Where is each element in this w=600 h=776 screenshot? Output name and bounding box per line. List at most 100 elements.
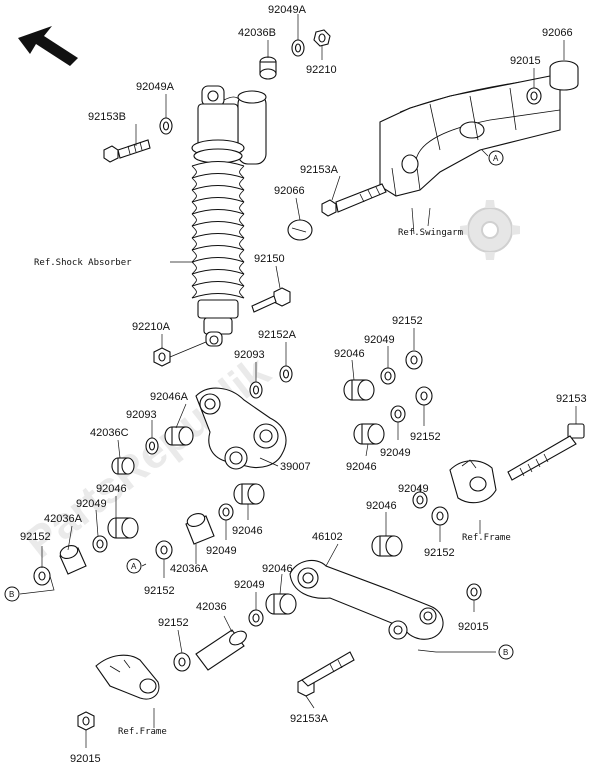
- label-92046A: 92046A: [150, 391, 189, 403]
- seal-92015-bottom: [77, 711, 95, 731]
- marker-b-left: B: [4, 586, 20, 602]
- label-92153A-bottom: 92153A: [290, 713, 329, 725]
- label-92049A-top: 92049A: [268, 4, 307, 16]
- spacer-42036B: [259, 56, 277, 80]
- label-92049-c: 92049: [76, 498, 107, 510]
- bolt-92153B: [103, 139, 151, 163]
- rocker-arm-39007: [195, 387, 287, 470]
- washer-92152-left: [33, 566, 51, 586]
- seal-92152A: [279, 365, 293, 383]
- seal-92049-c: [218, 503, 234, 521]
- bushing-92046-d: [107, 517, 139, 539]
- cap-92066-top: [549, 60, 579, 91]
- label-92049-b: 92049: [380, 447, 411, 459]
- label-42036A-mid: 42036A: [170, 563, 209, 575]
- washer-92152-b: [415, 386, 433, 406]
- seal-92015-right: [466, 583, 482, 601]
- spacer-42036: [195, 629, 247, 671]
- seal-92049-a: [380, 367, 396, 385]
- swingarm-reference: [379, 73, 561, 197]
- gear-logo-icon: [460, 200, 520, 260]
- frame-right-reference: [449, 459, 497, 504]
- shock-absorber: [191, 85, 267, 347]
- label-92046-e: 92046: [366, 500, 397, 512]
- label-92049-f: 92049: [234, 579, 265, 591]
- label-92152-b: 92152: [410, 431, 441, 443]
- label-46102: 46102: [312, 531, 343, 543]
- front-direction-arrow-icon: [18, 26, 78, 66]
- bushing-92046A: [164, 426, 194, 446]
- label-92153: 92153: [556, 393, 587, 405]
- seal-92015-top: [526, 87, 542, 105]
- seal-92049A-top: [291, 39, 305, 57]
- svg-text:B: B: [9, 590, 14, 599]
- seal-92049-d: [92, 535, 108, 553]
- label-42036: 42036: [196, 601, 227, 613]
- label-92046-d: 92046: [232, 525, 263, 537]
- marker-a-swingarm: A: [488, 150, 504, 166]
- seal-92093-a: [249, 381, 263, 399]
- bushing-92046-b: [353, 423, 385, 445]
- label-92153A-mid: 92153A: [300, 164, 339, 176]
- spacer-42036A-left: [59, 545, 87, 575]
- label-92210A: 92210A: [132, 321, 171, 333]
- bushing-92046-c: [233, 483, 265, 505]
- nut-92210A: [153, 347, 171, 367]
- leader-lines: [19, 14, 577, 748]
- label-92049-e: 92049: [398, 483, 429, 495]
- spacer-42036C: [111, 457, 135, 475]
- label-92066-top: 92066: [542, 27, 573, 39]
- label-92049-d: 92049: [206, 545, 237, 557]
- bolt-92153: [507, 423, 585, 481]
- washer-92152-n: [173, 652, 191, 672]
- bushing-92046-a: [343, 379, 375, 401]
- label-39007: 39007: [280, 461, 311, 473]
- ref-frame-right: Ref.Frame: [462, 533, 511, 543]
- label-92152-c: 92152: [424, 547, 455, 559]
- washer-92152-a: [405, 350, 423, 370]
- svg-text:A: A: [131, 562, 137, 571]
- seal-92049-f: [248, 609, 264, 627]
- washer-92152-c: [431, 506, 449, 526]
- label-92046-f: 92046: [262, 563, 293, 575]
- label-92049A-left: 92049A: [136, 81, 175, 93]
- svg-text:B: B: [503, 648, 508, 657]
- label-92093-b: 92093: [126, 409, 157, 421]
- washer-92152-mid: [155, 540, 173, 560]
- label-92046-c: 92046: [96, 483, 127, 495]
- label-42036C: 42036C: [90, 427, 129, 439]
- marker-b-right: B: [498, 644, 514, 660]
- seal-92049-e: [412, 491, 428, 509]
- label-92150: 92150: [254, 253, 285, 265]
- label-92015-top: 92015: [510, 55, 541, 67]
- label-92152-left: 92152: [20, 531, 51, 543]
- svg-text:A: A: [493, 154, 499, 163]
- nut-92210: [313, 29, 331, 47]
- ref-swingarm: Ref.Swingarm: [398, 228, 463, 238]
- bolt-92150: [251, 287, 291, 313]
- label-92046-b: 92046: [346, 461, 377, 473]
- cap-92066-mid: [287, 219, 313, 241]
- label-42036A-left: 42036A: [44, 513, 83, 525]
- bolt-92153A-bottom: [297, 651, 355, 697]
- label-92015-right: 92015: [458, 621, 489, 633]
- label-92093-a: 92093: [234, 349, 265, 361]
- spacer-42036A-mid: [185, 513, 215, 545]
- tie-rod-46102: [289, 559, 444, 640]
- bushing-92046-f: [265, 593, 297, 615]
- bushing-92046-e: [371, 535, 403, 557]
- seal-92093-b: [145, 437, 159, 455]
- marker-a-left: A: [126, 558, 142, 574]
- ref-frame-bottom: Ref.Frame: [118, 727, 167, 737]
- label-42036B: 42036B: [238, 27, 276, 39]
- seal-92049-b: [390, 405, 406, 423]
- label-92152A: 92152A: [258, 329, 297, 341]
- label-92210: 92210: [306, 64, 337, 76]
- seal-92049A-left: [159, 117, 173, 135]
- label-92066-mid: 92066: [274, 185, 305, 197]
- label-92152-a: 92152: [392, 315, 423, 327]
- label-92152-mid: 92152: [144, 585, 175, 597]
- frame-bottom-reference: [95, 654, 160, 700]
